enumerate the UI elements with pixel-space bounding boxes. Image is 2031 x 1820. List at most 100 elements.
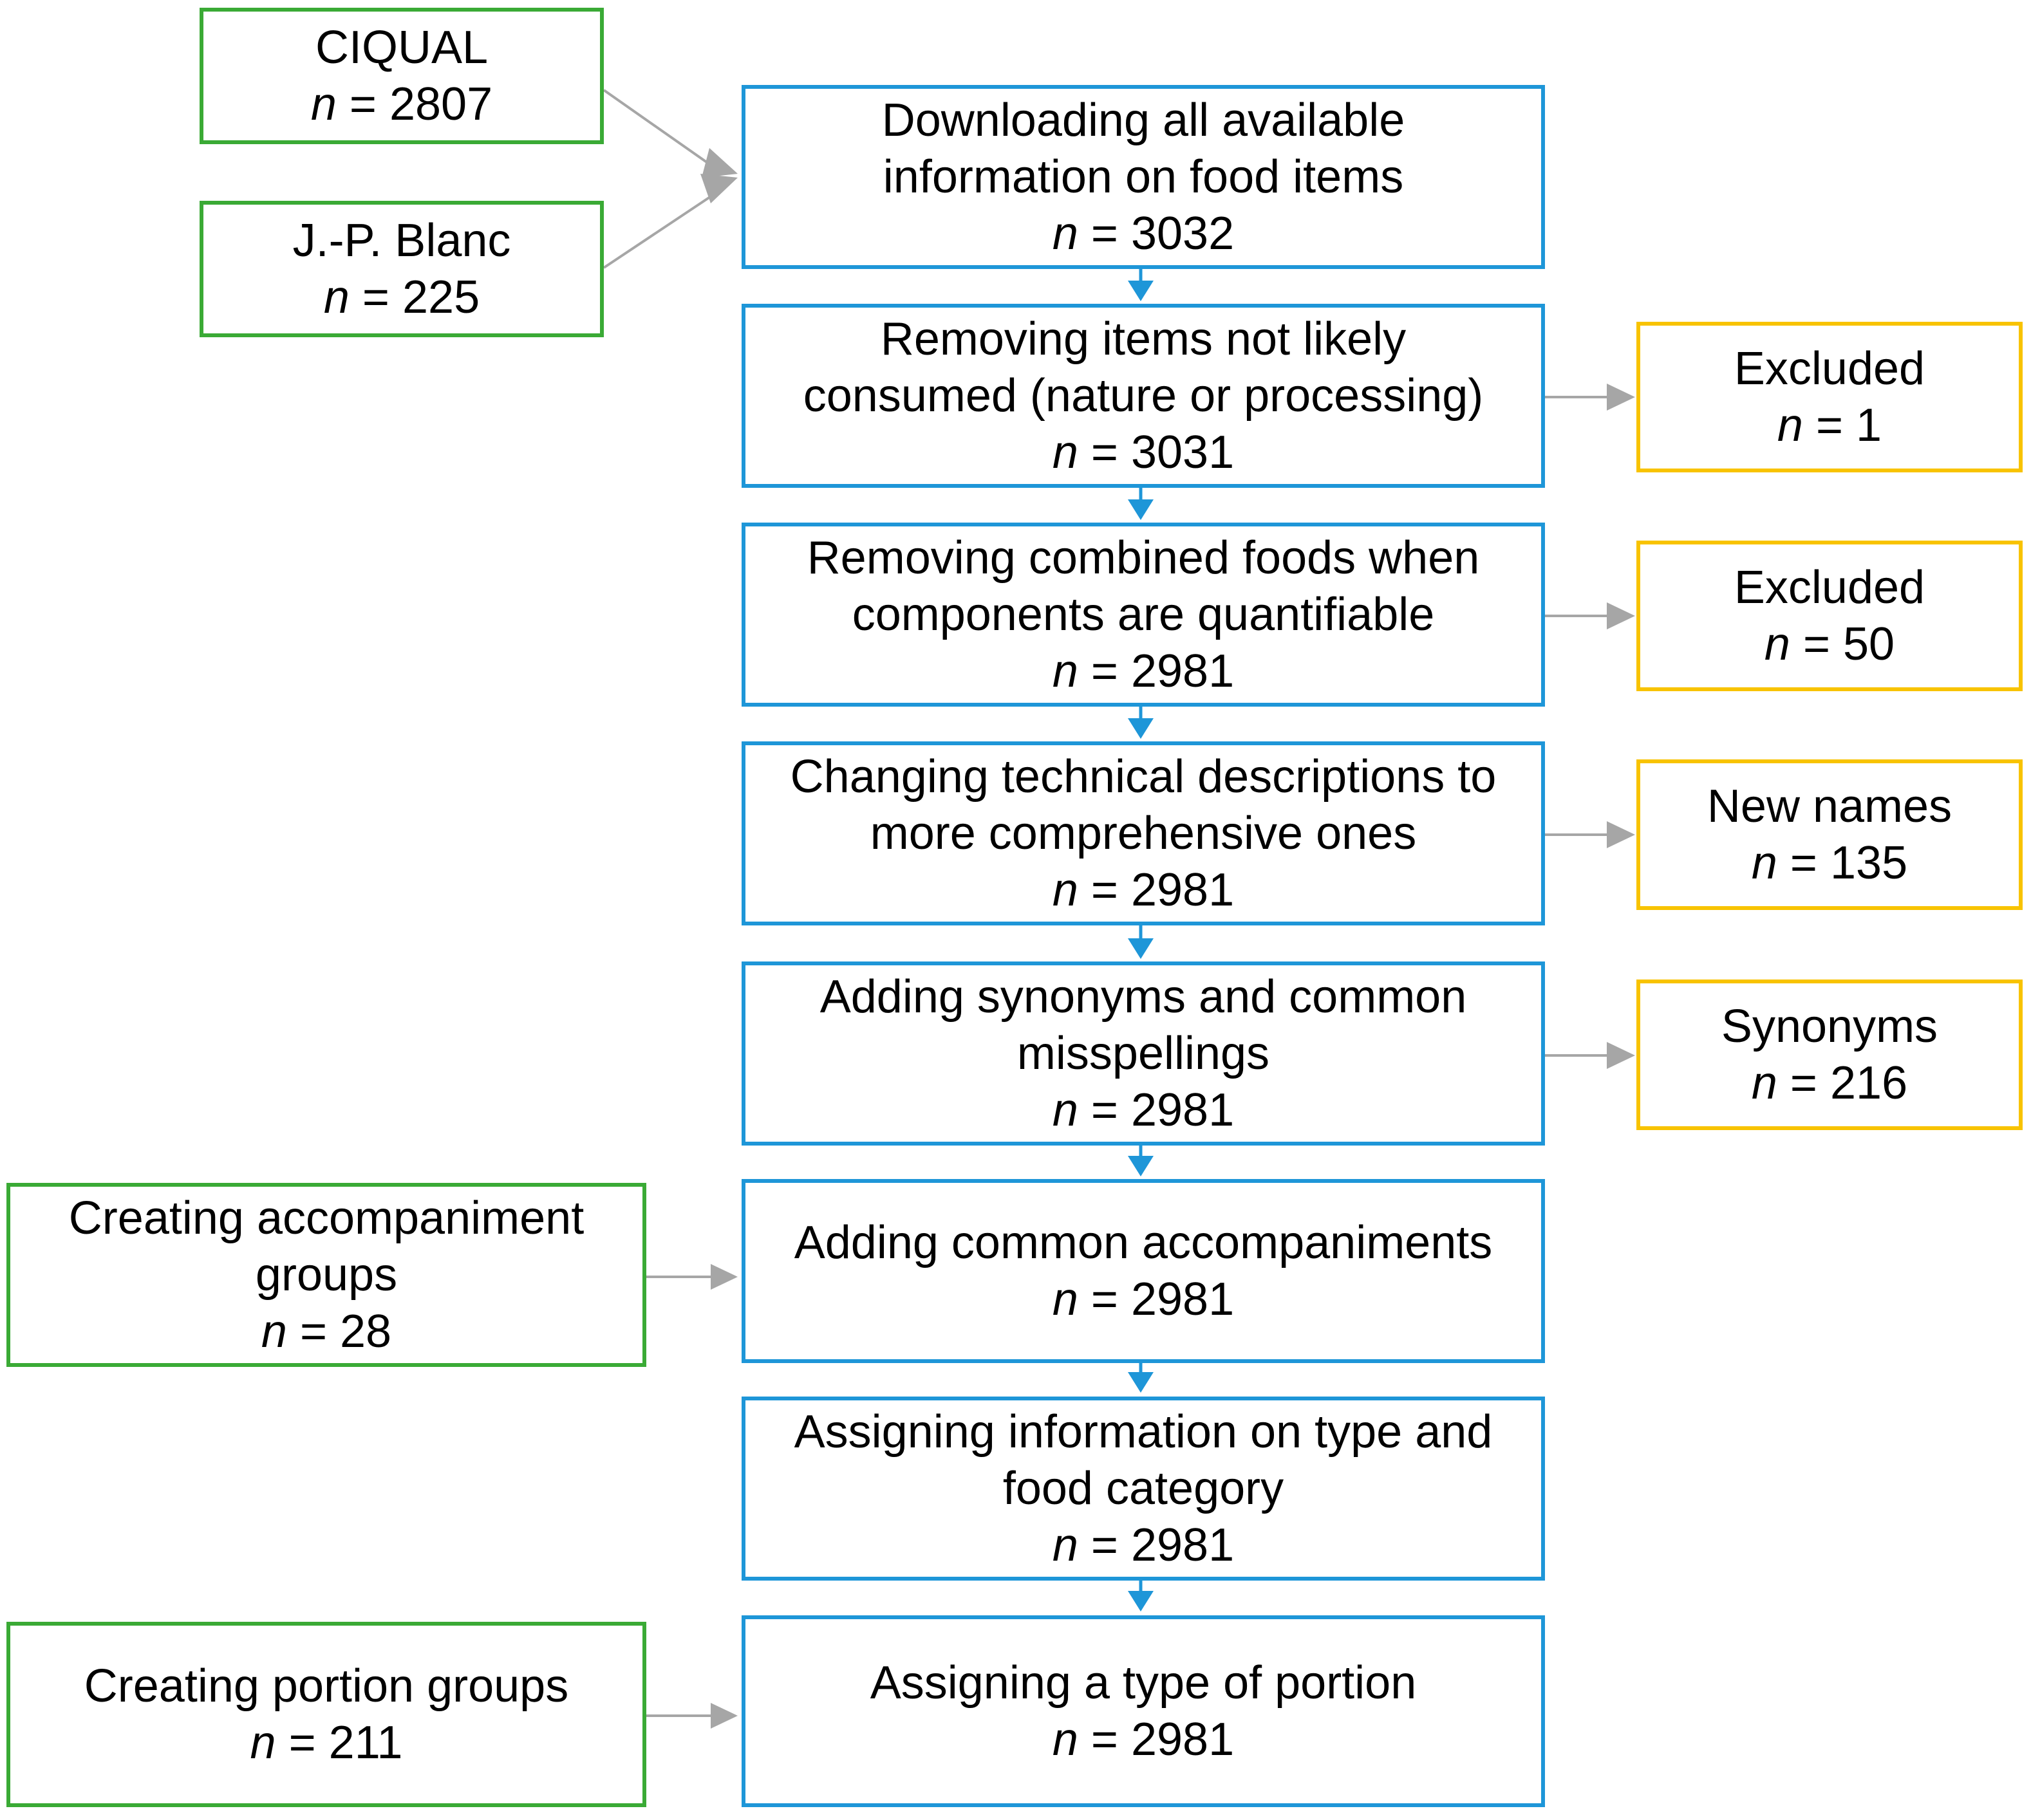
box-label-line: Changing technical descriptions to — [790, 751, 1497, 803]
source-box-portion-groups: Creating portion groups n = 211 — [6, 1622, 646, 1807]
box-label: Assigning information on type and food c… — [794, 1404, 1493, 1517]
count-value: = 211 — [276, 1717, 403, 1769]
count-label: n = 2981 — [1053, 1711, 1234, 1768]
step-box-adding-accompaniments: Adding common accompaniments n = 2981 — [742, 1179, 1545, 1363]
n-symbol: n — [323, 272, 350, 323]
box-label: Downloading all available information on… — [882, 92, 1405, 205]
box-label: Changing technical descriptions to more … — [791, 748, 1497, 862]
count-label: n = 1 — [1777, 397, 1882, 454]
box-label-line: Excluded — [1734, 562, 1925, 613]
count-label: n = 2981 — [1053, 1517, 1234, 1574]
box-label-line: New names — [1707, 781, 1952, 832]
arrow-step2-to-excluded — [1545, 384, 1635, 411]
box-label-line: information on food items — [883, 151, 1404, 203]
arrow-step5-to-synonyms — [1545, 1042, 1635, 1069]
count-value: = 2981 — [1078, 864, 1235, 916]
count-label: n = 2981 — [1053, 862, 1234, 918]
n-symbol: n — [250, 1717, 276, 1769]
arrow-step4-to-new-names — [1545, 821, 1635, 848]
step-box-assigning-portion: Assigning a type of portion n = 2981 — [742, 1615, 1545, 1807]
box-label-line: more comprehensive ones — [870, 808, 1417, 859]
box-label-line: components are quantifiable — [852, 589, 1435, 640]
count-label: n = 3032 — [1053, 205, 1234, 262]
box-label: Adding synonyms and common misspellings — [820, 969, 1467, 1082]
count-label: n = 28 — [261, 1303, 391, 1360]
source-box-ciqual: CIQUAL n = 2807 — [200, 8, 604, 144]
step-box-changing-descriptions: Changing technical descriptions to more … — [742, 741, 1545, 925]
arrow-step1-to-step2 — [1128, 269, 1154, 301]
step-box-assigning-category: Assigning information on type and food c… — [742, 1397, 1545, 1581]
step-box-downloading: Downloading all available information on… — [742, 85, 1545, 269]
output-box-excluded-1: Excluded n = 1 — [1636, 322, 2023, 472]
n-symbol: n — [1052, 1084, 1078, 1136]
box-label-line: Creating portion groups — [84, 1660, 569, 1712]
output-box-synonyms: Synonyms n = 216 — [1636, 980, 2023, 1130]
box-label: Assigning a type of portion — [870, 1655, 1417, 1711]
n-symbol: n — [1751, 837, 1777, 889]
step-box-adding-synonyms: Adding synonyms and common misspellings … — [742, 961, 1545, 1146]
arrow-step7-to-step8 — [1128, 1581, 1154, 1611]
arrow-step5-to-step6 — [1128, 1146, 1154, 1176]
count-label: n = 2981 — [1053, 643, 1234, 700]
box-label-line: Assigning information on type and — [794, 1406, 1493, 1458]
box-label-line: Assigning a type of portion — [870, 1657, 1417, 1709]
n-symbol: n — [261, 1306, 287, 1357]
box-label: Synonyms — [1721, 998, 1938, 1055]
count-value: = 2981 — [1078, 1084, 1235, 1136]
box-label: Adding common accompaniments — [794, 1214, 1493, 1271]
source-box-jp-blanc: J.-P. Blanc n = 225 — [200, 201, 604, 337]
count-value: = 2981 — [1078, 645, 1235, 697]
count-label: n = 2981 — [1053, 1082, 1234, 1138]
box-label: Excluded — [1734, 559, 1925, 616]
arrow-step2-to-step3 — [1128, 488, 1154, 520]
count-value: = 135 — [1777, 837, 1908, 889]
arrow-portion-to-step — [646, 1703, 738, 1729]
count-label: n = 2981 — [1053, 1271, 1234, 1328]
count-label: n = 225 — [324, 269, 480, 326]
box-label: Removing items not likely consumed (natu… — [803, 311, 1484, 424]
output-box-new-names: New names n = 135 — [1636, 759, 2023, 910]
n-symbol: n — [1052, 645, 1078, 697]
count-label: n = 211 — [250, 1714, 403, 1771]
arrow-step4-to-step5 — [1128, 925, 1154, 959]
arrow-step6-to-step7 — [1128, 1363, 1154, 1393]
count-value: = 2981 — [1078, 1519, 1235, 1571]
count-value: = 216 — [1777, 1057, 1908, 1109]
count-value: = 3032 — [1078, 208, 1235, 259]
step-box-removing-unlikely: Removing items not likely consumed (natu… — [742, 304, 1545, 488]
arrow-blanc-to-download — [603, 174, 738, 269]
output-box-excluded-50: Excluded n = 50 — [1636, 541, 2023, 691]
box-label: Excluded — [1734, 340, 1925, 397]
box-label: Creating portion groups — [84, 1658, 568, 1714]
count-label: n = 3031 — [1053, 424, 1234, 481]
box-label-line: Adding common accompaniments — [794, 1217, 1493, 1268]
count-value: = 3031 — [1078, 427, 1235, 478]
box-label-line: J.-P. Blanc — [292, 215, 511, 266]
box-label: New names — [1707, 778, 1952, 835]
box-label-line: Removing combined foods when — [807, 532, 1480, 584]
n-symbol: n — [1052, 427, 1078, 478]
box-label: CIQUAL — [315, 19, 488, 76]
arrow-step3-to-excluded — [1545, 602, 1635, 629]
n-symbol: n — [1764, 618, 1790, 670]
n-symbol: n — [310, 79, 337, 130]
n-symbol: n — [1052, 864, 1078, 916]
box-label-line: Removing items not likely — [880, 313, 1407, 365]
count-value: = 1 — [1802, 400, 1882, 451]
count-value: = 50 — [1790, 618, 1895, 670]
box-label-line: consumed (nature or processing) — [803, 370, 1484, 422]
source-box-accompaniment-groups: Creating accompaniment groups n = 28 — [6, 1183, 646, 1367]
arrow-accompaniment-to-step — [646, 1264, 738, 1290]
count-value: = 28 — [286, 1306, 392, 1357]
count-value: = 225 — [349, 272, 480, 323]
count-label: n = 50 — [1764, 616, 1895, 673]
n-symbol: n — [1777, 400, 1803, 451]
count-label: n = 216 — [1752, 1055, 1907, 1111]
n-symbol: n — [1751, 1057, 1777, 1109]
arrow-step3-to-step4 — [1128, 707, 1154, 739]
box-label-line: groups — [255, 1249, 398, 1301]
box-label-line: Synonyms — [1721, 1001, 1938, 1052]
count-value: = 2807 — [336, 79, 493, 130]
